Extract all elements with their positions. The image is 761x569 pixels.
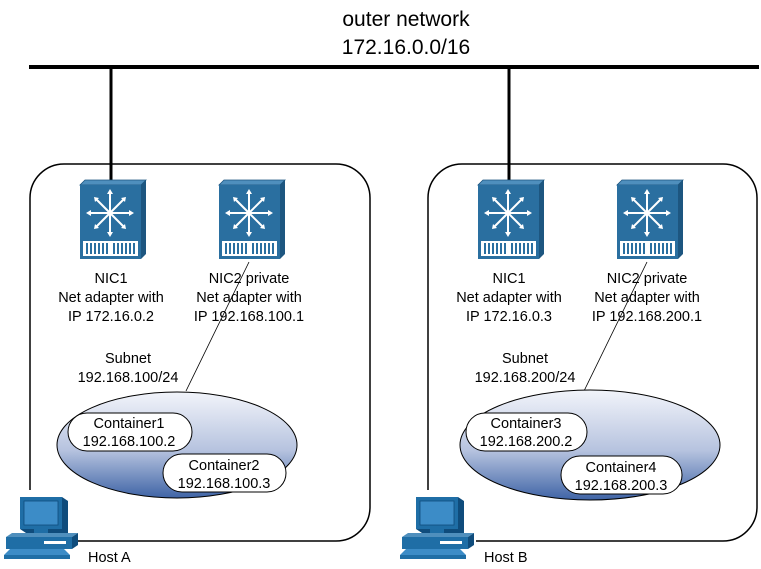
nic2-subnet-link	[583, 261, 648, 392]
host-b: NIC1 Net adapter with IP 172.16.0.3 NIC2…	[396, 163, 758, 566]
nic2-desc: Net adapter with	[594, 290, 700, 306]
nic1-title: NIC1	[492, 271, 525, 287]
host-a: NIC1 Net adapter with IP 172.16.0.2 NIC2…	[2, 163, 371, 566]
container-name: Container4	[586, 460, 657, 476]
container-ip: 192.168.200.2	[480, 434, 573, 450]
subnet-cidr: 192.168.200/24	[475, 370, 576, 386]
nic2-ip: IP 192.168.200.1	[592, 309, 702, 325]
nic2-subnet-link	[185, 261, 250, 392]
container-node: Container2 192.168.100.3	[162, 453, 287, 493]
host-name: Host B	[484, 550, 528, 566]
nic2-ip: IP 192.168.100.1	[194, 309, 304, 325]
nic1-ip: IP 172.16.0.3	[466, 309, 552, 325]
host-a-boundary	[29, 163, 371, 542]
container-node: Container1 192.168.100.2	[67, 412, 193, 452]
network-switch-icon	[616, 179, 684, 260]
subnet-title: Subnet	[502, 351, 548, 367]
nic2-title: NIC2 private	[607, 271, 688, 287]
nic1-title: NIC1	[94, 271, 127, 287]
container-ip: 192.168.200.3	[575, 478, 668, 494]
subnet-cidr: 192.168.100/24	[78, 370, 179, 386]
nic2-desc: Net adapter with	[196, 290, 302, 306]
container-ip: 192.168.100.2	[83, 434, 176, 450]
nic1-desc: Net adapter with	[58, 290, 164, 306]
container-node: Container4 192.168.200.3	[560, 455, 683, 495]
container-ip: 192.168.100.3	[178, 476, 271, 492]
nic1-desc: Net adapter with	[456, 290, 562, 306]
host-b-boundary	[427, 163, 758, 542]
network-switch-icon	[79, 179, 147, 260]
network-switch-icon	[218, 179, 286, 260]
network-switch-icon	[477, 179, 545, 260]
container-name: Container1	[94, 416, 165, 432]
host-name: Host A	[88, 550, 131, 566]
network-name: outer network	[342, 8, 470, 31]
container-node: Container3 192.168.200.2	[465, 412, 588, 452]
container-name: Container3	[491, 416, 562, 432]
nic1-ip: IP 172.16.0.2	[68, 309, 154, 325]
container-name: Container2	[189, 458, 260, 474]
network-cidr: 172.16.0.0/16	[342, 36, 470, 59]
subnet-title: Subnet	[105, 351, 151, 367]
nic2-title: NIC2 private	[209, 271, 290, 287]
